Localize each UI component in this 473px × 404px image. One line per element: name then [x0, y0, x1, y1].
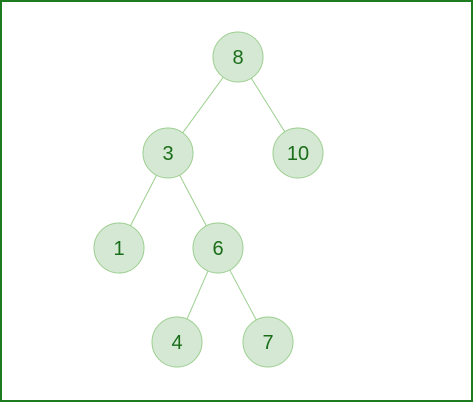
edge-n3-n6 — [179, 174, 207, 227]
node-circle — [272, 127, 324, 179]
node-label: 7 — [262, 332, 273, 354]
tree-node-4: 4 — [151, 316, 203, 368]
nodes-layer: 8 3 10 1 6 4 7 — [93, 31, 324, 368]
edge-n8-n3 — [182, 76, 224, 134]
edges-layer — [130, 76, 286, 321]
node-circle — [192, 222, 244, 274]
tree-node-6: 6 — [192, 222, 244, 274]
node-label: 3 — [162, 143, 173, 165]
node-circle — [142, 127, 194, 179]
tree-node-3: 3 — [142, 127, 194, 179]
tree-node-7: 7 — [242, 316, 294, 368]
edge-n6-n7 — [229, 269, 257, 321]
node-circle — [93, 222, 145, 274]
node-circle — [242, 316, 294, 368]
node-label: 10 — [287, 143, 309, 165]
node-label: 4 — [171, 332, 182, 354]
tree-node-10: 10 — [272, 127, 324, 179]
edge-n3-n1 — [130, 174, 157, 227]
tree-node-8: 8 — [212, 31, 264, 83]
tree-node-1: 1 — [93, 222, 145, 274]
node-label: 8 — [232, 47, 243, 69]
node-circle — [151, 316, 203, 368]
node-label: 1 — [113, 238, 124, 260]
node-circle — [212, 31, 264, 83]
edge-n6-n4 — [186, 270, 209, 320]
node-label: 6 — [212, 238, 223, 260]
edge-n8-n10 — [250, 77, 286, 133]
